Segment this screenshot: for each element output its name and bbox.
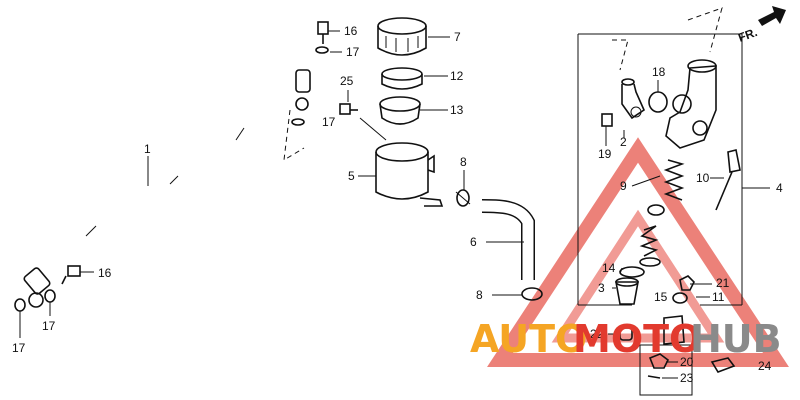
- callout-17-lower-b: 17: [42, 319, 56, 333]
- callout-23: 23: [680, 371, 694, 385]
- sealing-washer-lower-b: [44, 289, 56, 303]
- watermark-triangle-inner: [551, 209, 725, 343]
- callout-22: 22: [590, 327, 604, 341]
- callout-7: 7: [454, 30, 461, 44]
- circlip-14: [619, 266, 645, 278]
- reservoir-diaphragm: [379, 96, 421, 125]
- callout-25: 25: [340, 74, 354, 88]
- front-direction-arrow: [758, 6, 786, 26]
- nut-15: [672, 292, 688, 304]
- nut-21: [679, 275, 695, 291]
- reservoir-hose: [481, 199, 535, 280]
- callout-12: 12: [450, 69, 464, 83]
- callout-15: 15: [654, 290, 668, 304]
- callout-18: 18: [652, 65, 666, 79]
- brake-hose: [23, 60, 311, 308]
- boot-3: [615, 277, 639, 305]
- callout-11: 11: [712, 290, 725, 304]
- callout-6: 6: [470, 235, 477, 249]
- callout-2: 2: [620, 135, 627, 149]
- spring: [663, 159, 685, 201]
- callout-3: 3: [598, 281, 605, 295]
- callout-5: 5: [348, 169, 355, 183]
- callout-21: 21: [716, 276, 730, 290]
- sealing-washer-upper-a: [315, 46, 329, 54]
- callout-16-lower: 16: [98, 266, 112, 280]
- callout-20: 20: [680, 355, 694, 369]
- screw-19: [601, 113, 613, 127]
- callout-17-upper-a: 17: [346, 45, 360, 59]
- watermark-hub: HUB: [690, 317, 782, 361]
- watermark-text: AUTO MOTO HUB: [470, 317, 782, 361]
- master-cylinder-body: [665, 59, 717, 149]
- push-rod-10: [715, 149, 741, 211]
- reservoir-cap: [377, 17, 427, 56]
- callout-17-upper-b: 17: [322, 115, 336, 129]
- watermark-triangle-outer: [487, 137, 789, 367]
- callout-8-upper: 8: [460, 155, 467, 169]
- pin-23: [647, 375, 661, 379]
- callout-19: 19: [598, 147, 612, 161]
- watermark-moto: MOTO: [573, 317, 701, 361]
- leader-lines: [19, 30, 770, 379]
- hose-clip-lower: [521, 287, 543, 301]
- reservoir-plate: [381, 67, 423, 90]
- callout-4: 4: [776, 181, 783, 195]
- nut-20: [648, 353, 670, 369]
- o-ring: [648, 91, 668, 113]
- callout-17-lower-a: 17: [12, 341, 26, 355]
- lower-banjo-bolt: [61, 265, 81, 285]
- reservoir-tank: [375, 142, 444, 207]
- sub-assembly-box: [639, 344, 693, 396]
- sealing-washer-lower-a: [14, 298, 26, 312]
- callout-1: 1: [144, 142, 151, 156]
- callout-24: 24: [758, 359, 772, 373]
- callout-16-upper: 16: [344, 24, 358, 38]
- direction-label: FR.: [736, 25, 759, 45]
- upper-banjo-bolt: [317, 21, 329, 44]
- piston-set: [639, 204, 665, 267]
- callout-10: 10: [696, 171, 710, 185]
- callout-9: 9: [620, 179, 627, 193]
- watermark-logo: [487, 137, 789, 367]
- reservoir-bolt: [339, 103, 358, 115]
- rod-end-clevis: [663, 315, 685, 345]
- joint-pipe: [621, 78, 646, 120]
- callout-14: 14: [602, 261, 616, 275]
- watermark-auto: AUTO: [470, 317, 587, 361]
- hose-clip-upper: [455, 189, 471, 207]
- callout-8-lower: 8: [476, 288, 483, 302]
- master-cylinder-assembly-box: [577, 7, 743, 306]
- sealing-washer-upper-b: [291, 118, 305, 126]
- callout-labels: 1 2 3 4 5 6 7 8 8 9 10 11 12 13 14 15 16…: [12, 24, 783, 385]
- callout-13: 13: [450, 103, 464, 117]
- cotter-pin-24: [710, 357, 736, 373]
